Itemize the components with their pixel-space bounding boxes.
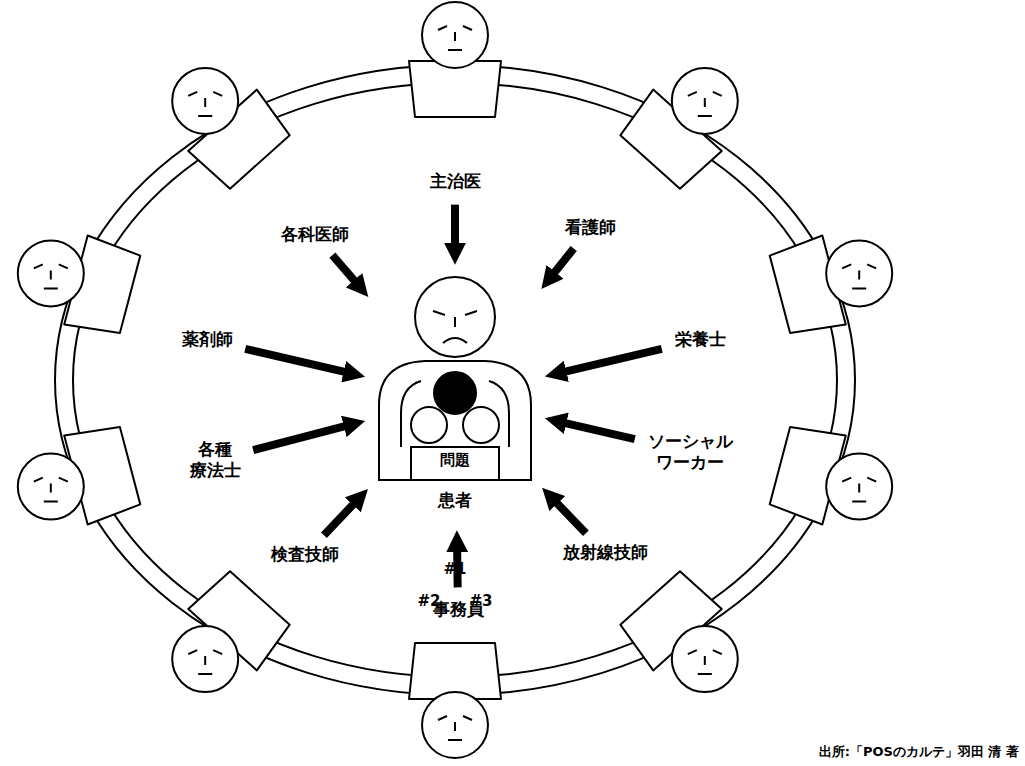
role-label: ソーシャル ワーカー bbox=[645, 429, 736, 476]
care-arrow bbox=[564, 423, 635, 439]
role-label: 各種 療法士 bbox=[187, 437, 244, 484]
source-caption: 出所:「POSのカルテ」羽田 清 著 bbox=[819, 743, 1019, 761]
team-member bbox=[768, 421, 892, 524]
member-face bbox=[34, 264, 68, 288]
node-text: 主治医 bbox=[430, 171, 481, 192]
node-text: 事務員 bbox=[433, 599, 484, 620]
team-member bbox=[172, 68, 294, 193]
member-head bbox=[18, 454, 84, 520]
node-text: 問題 bbox=[375, 451, 535, 470]
patient-figure: 問題患者#1#2#3 bbox=[375, 275, 535, 520]
team-member bbox=[18, 421, 142, 524]
member-head bbox=[672, 626, 738, 692]
member-face bbox=[188, 650, 222, 674]
member-face bbox=[34, 478, 68, 502]
member-face bbox=[842, 478, 876, 502]
arm-ring-outer bbox=[55, 65, 855, 695]
node-text: 患者 bbox=[375, 489, 535, 512]
node-text: 栄養士 bbox=[675, 329, 726, 350]
member-head bbox=[18, 240, 84, 306]
role-label: 栄養士 bbox=[672, 327, 729, 352]
team-member bbox=[409, 643, 501, 758]
care-arrow bbox=[564, 349, 662, 372]
team-member bbox=[616, 68, 738, 193]
node-text: #1 bbox=[443, 560, 466, 578]
team-member bbox=[768, 236, 892, 339]
care-arrow bbox=[556, 502, 586, 533]
member-head bbox=[672, 68, 738, 134]
node-text: 検査技師 bbox=[271, 544, 339, 565]
problem-circle: #2 bbox=[410, 406, 448, 444]
care-arrow bbox=[324, 503, 354, 535]
node-text: 薬剤師 bbox=[182, 329, 233, 350]
role-label: 薬剤師 bbox=[179, 327, 236, 352]
care-arrow bbox=[245, 349, 346, 372]
role-label: 各科医師 bbox=[278, 222, 352, 247]
role-label: 事務員 bbox=[430, 597, 487, 622]
node-text: 各種 療法士 bbox=[190, 439, 241, 482]
problem-circle: #3 bbox=[462, 406, 500, 444]
member-torso bbox=[409, 643, 501, 699]
member-face bbox=[188, 92, 222, 116]
member-head bbox=[826, 454, 892, 520]
member-face bbox=[842, 264, 876, 288]
patient-head bbox=[415, 277, 495, 357]
member-torso bbox=[409, 61, 501, 117]
node-text: 放射線技師 bbox=[563, 542, 648, 563]
node-text: 各科医師 bbox=[281, 224, 349, 245]
member-head bbox=[172, 68, 238, 134]
member-head bbox=[422, 692, 488, 758]
role-label: 検査技師 bbox=[268, 542, 342, 567]
node-text: 看護師 bbox=[565, 217, 616, 238]
member-face bbox=[438, 26, 472, 50]
role-label: 看護師 bbox=[562, 215, 619, 240]
member-face bbox=[688, 92, 722, 116]
node-text: ソーシャル ワーカー bbox=[648, 431, 733, 474]
care-arrow bbox=[253, 426, 346, 450]
role-label: 主治医 bbox=[427, 169, 484, 194]
team-member bbox=[18, 236, 142, 339]
member-head bbox=[826, 240, 892, 306]
member-head bbox=[172, 626, 238, 692]
arm-ring-inner bbox=[73, 83, 837, 677]
team-member bbox=[616, 567, 738, 692]
team-member bbox=[172, 567, 294, 692]
care-arrow bbox=[332, 255, 355, 282]
role-label: 放射線技師 bbox=[560, 540, 651, 565]
team-member bbox=[409, 2, 501, 117]
member-face bbox=[688, 650, 722, 674]
care-arrow bbox=[451, 205, 459, 245]
member-face bbox=[438, 716, 472, 740]
patient-face bbox=[433, 311, 477, 343]
member-head bbox=[422, 2, 488, 68]
care-arrow bbox=[554, 248, 574, 273]
